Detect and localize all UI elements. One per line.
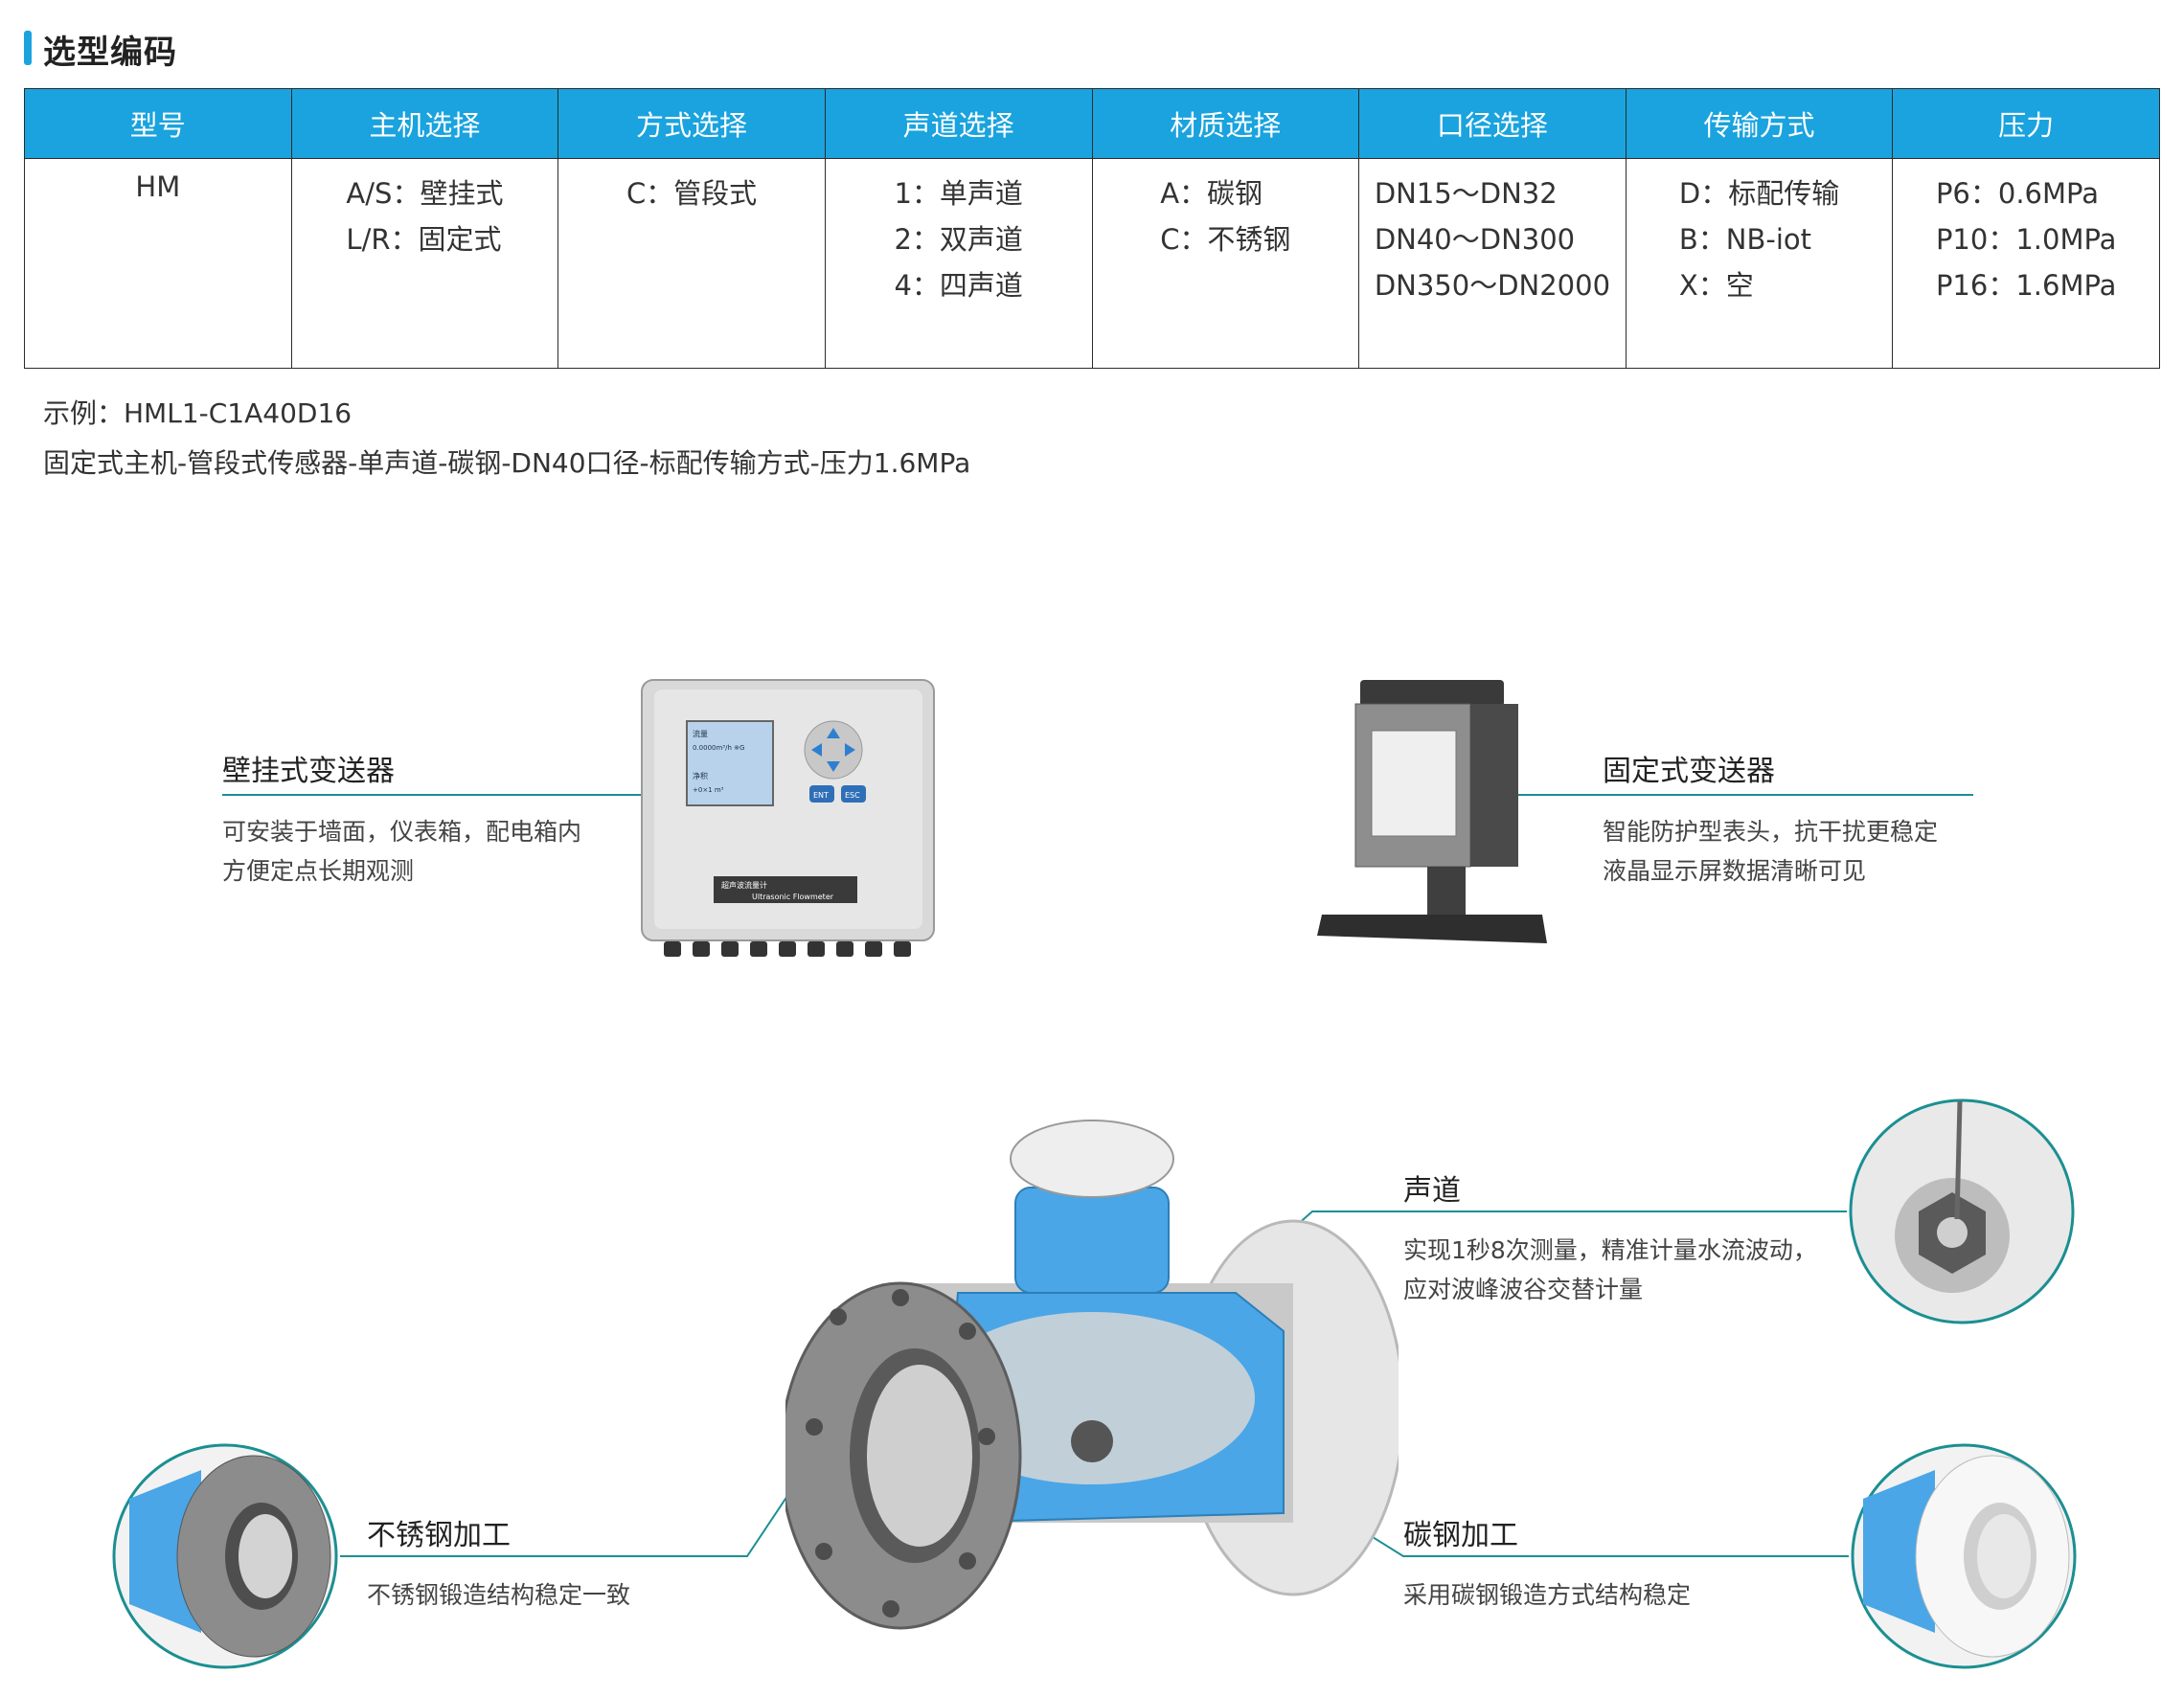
wall-transmitter-title: 壁挂式变送器: [222, 755, 395, 788]
arrow-up-icon: [827, 728, 840, 738]
section-title-accent: [24, 31, 32, 65]
wall-transmitter-image: 流量 0.0000m³/h ※G 净积 +0×1 m³ ENT ESC 超声波流…: [641, 679, 935, 957]
fixed-transmitter-desc: 智能防护型表头，抗干扰更稳定 液晶显示屏数据清晰可见: [1603, 818, 1939, 885]
cell-host: A/S：壁挂式 L/R：固定式: [290, 158, 559, 369]
table-header-row: 型号 主机选择 方式选择 声道选择 材质选择 口径选择 传输方式 压力: [24, 88, 2160, 159]
cell-channel: 1：单声道 2：双声道 4：四声道: [824, 158, 1093, 369]
cell-diameter: DN15～DN32 DN40～DN300 DN350～DN2000: [1358, 158, 1627, 369]
section-title: 选型编码: [43, 34, 177, 72]
cell-method: C：管段式: [557, 158, 826, 369]
header-model: 型号: [24, 88, 292, 159]
screen-total-label: 净积: [693, 771, 708, 781]
screen-total-value: +0×1 m³: [693, 786, 724, 794]
fixed-transmitter-image: [1317, 680, 1547, 943]
channel-detail-image: [1849, 1098, 2075, 1324]
channel-feature-desc: 实现1秒8次测量，精准计量水流波动， 应对波峰波谷交替计量: [1403, 1236, 1817, 1303]
wall-transmitter-desc: 可安装于墙面，仪表箱，配电箱内 方便定点长期观测: [222, 818, 582, 885]
header-diameter: 口径选择: [1358, 88, 1627, 159]
selection-code-table: 型号 主机选择 方式选择 声道选择 材质选择 口径选择 传输方式 压力 HM A…: [24, 88, 2160, 369]
header-method: 方式选择: [557, 88, 826, 159]
esc-button-label: ESC: [845, 791, 860, 800]
carbon-detail-image: [1851, 1443, 2077, 1669]
fixed-transmitter-title: 固定式变送器: [1603, 755, 1775, 788]
table-row: HM A/S：壁挂式 L/R：固定式 C：管段式 1：单声道 2：双声道 4：四…: [24, 158, 2160, 369]
cell-material: A：碳钢 C：不锈钢: [1091, 158, 1360, 369]
carbon-feature-desc: 采用碳钢锻造方式结构稳定: [1403, 1581, 1692, 1609]
stainless-feature-desc: 不锈钢锻造结构稳定一致: [367, 1581, 631, 1609]
header-material: 材质选择: [1091, 88, 1360, 159]
screen-flow-label: 流量: [693, 729, 708, 738]
ent-button-label: ENT: [813, 791, 829, 800]
brand-label-cn: 超声波流量计: [721, 880, 767, 890]
header-pressure: 压力: [1892, 88, 2160, 159]
carbon-feature-title: 碳钢加工: [1403, 1519, 1518, 1552]
flowmeter-image: [785, 1120, 1399, 1630]
stainless-detail-image: [112, 1443, 338, 1669]
cell-model: HM: [24, 158, 292, 369]
header-transmission: 传输方式: [1625, 88, 1894, 159]
screen-flow-value: 0.0000m³/h ※G: [693, 744, 744, 752]
stainless-feature-title: 不锈钢加工: [367, 1519, 511, 1552]
channel-feature-title: 声道: [1403, 1174, 1461, 1208]
arrow-right-icon: [845, 743, 855, 757]
arrow-left-icon: [811, 743, 822, 757]
brand-label-en: Ultrasonic Flowmeter: [752, 893, 834, 901]
cell-pressure: P6：0.6MPa P10：1.0MPa P16：1.6MPa: [1892, 158, 2160, 369]
example-description: 固定式主机-管段式传感器-单声道-碳钢-DN40口径-标配传输方式-压力1.6M…: [43, 447, 971, 479]
example-code: 示例：HML1-C1A40D16: [43, 397, 353, 429]
arrow-down-icon: [827, 761, 840, 772]
header-channel: 声道选择: [824, 88, 1093, 159]
